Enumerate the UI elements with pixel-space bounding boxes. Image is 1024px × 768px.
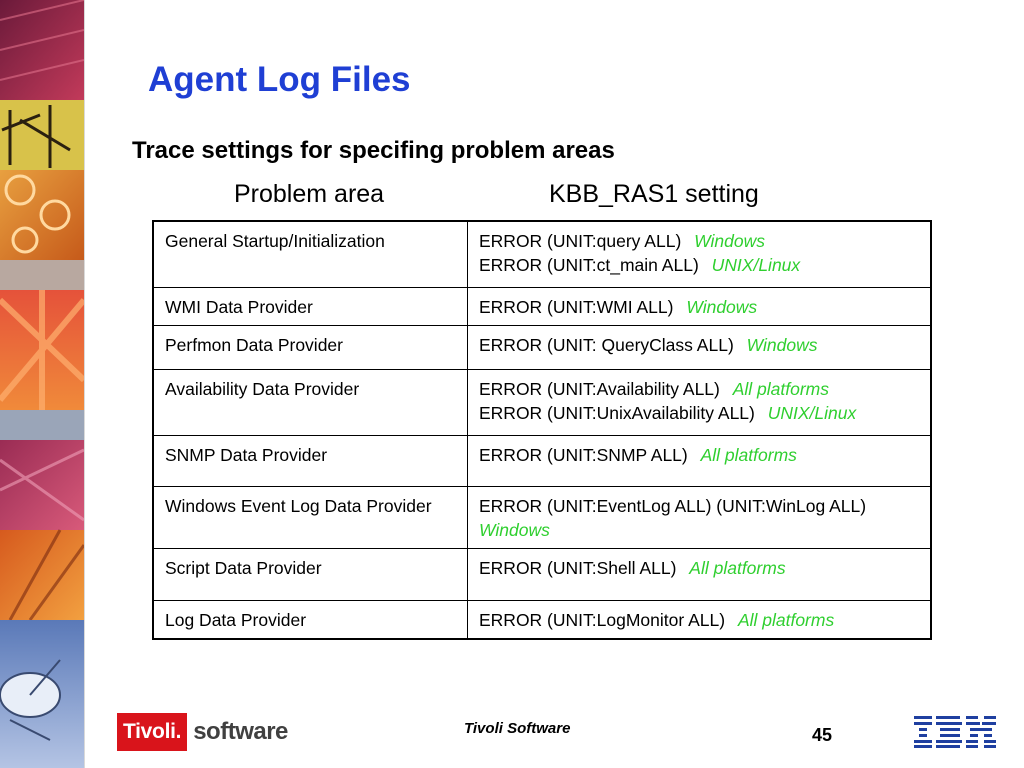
problem-area-cell: WMI Data Provider	[152, 286, 468, 326]
subtitle: Trace settings for specifing problem are…	[132, 137, 615, 164]
tivoli-software-logo: Tivoli. software	[117, 713, 288, 751]
setting-cell: ERROR (UNIT:EventLog ALL) (UNIT:WinLog A…	[467, 485, 932, 549]
problem-area-cell: Script Data Provider	[152, 547, 468, 601]
table-row: Perfmon Data Provider ERROR (UNIT: QueryC…	[152, 324, 932, 370]
setting-line: ERROR (UNIT:UnixAvailability ALL) UNIX/L…	[479, 401, 920, 425]
setting-value: ERROR (UNIT:query ALL)	[479, 231, 682, 251]
setting-value: ERROR (UNIT:ct_main ALL)	[479, 255, 699, 275]
setting-value: ERROR (UNIT:SNMP ALL)	[479, 444, 688, 465]
platform-label: Windows	[746, 334, 818, 355]
footer-text: Tivoli Software	[464, 720, 571, 737]
setting-value: ERROR (UNIT:Shell ALL)	[479, 557, 677, 578]
table-row: Script Data Provider ERROR (UNIT:Shell AL…	[152, 547, 932, 601]
ibm-logo	[914, 716, 996, 748]
setting-line: ERROR (UNIT:query ALL) Windows	[479, 229, 920, 253]
decorative-strip	[0, 0, 84, 768]
platform-label: All platforms	[737, 609, 835, 630]
platform-label: UNIX/Linux	[711, 255, 801, 275]
setting-cell: ERROR (UNIT: QueryClass ALL) Windows	[467, 324, 932, 370]
platform-label: All platforms	[732, 378, 830, 399]
problem-area-cell: Perfmon Data Provider	[152, 324, 468, 370]
page-title: Agent Log Files	[148, 60, 411, 99]
setting-line: ERROR (UNIT:ct_main ALL) UNIX/Linux	[479, 253, 920, 277]
platform-label: All platforms	[689, 557, 786, 578]
problem-area-cell: SNMP Data Provider	[152, 434, 468, 487]
setting-value: ERROR (UNIT:EventLog ALL) (UNIT:WinLog A…	[479, 495, 867, 516]
setting-cell: ERROR (UNIT:Availability ALL) All platfo…	[467, 368, 932, 436]
setting-cell: ERROR (UNIT:LogMonitor ALL) All platform…	[467, 599, 932, 639]
column-header-problem-area: Problem area	[234, 180, 385, 208]
setting-line: ERROR (UNIT: QueryClass ALL) Windows	[479, 333, 920, 357]
setting-value: ERROR (UNIT:LogMonitor ALL)	[479, 609, 726, 630]
setting-value: ERROR (UNIT:Availability ALL)	[479, 378, 720, 399]
setting-cell: ERROR (UNIT:Shell ALL) All platforms	[467, 547, 932, 601]
setting-line: ERROR (UNIT:Availability ALL) All platfo…	[479, 377, 920, 401]
setting-line: ERROR (UNIT:LogMonitor ALL) All platform…	[479, 608, 920, 632]
platform-label: UNIX/Linux	[767, 402, 857, 423]
table-row: Availability Data Provider ERROR (UNIT:Av…	[152, 368, 932, 436]
platform-label: Windows	[694, 231, 765, 251]
column-header-setting: KBB_RAS1 setting	[549, 180, 759, 208]
table-row: Log Data Provider ERROR (UNIT:LogMonitor …	[152, 599, 932, 639]
setting-line: ERROR (UNIT:SNMP ALL) All platforms	[479, 443, 920, 467]
table-row: Windows Event Log Data Provider ERROR (UN…	[152, 485, 932, 549]
setting-value: ERROR (UNIT:UnixAvailability ALL)	[479, 402, 755, 423]
strip-divider	[84, 0, 85, 768]
problem-area-cell: Log Data Provider	[152, 599, 468, 639]
platform-label: All platforms	[700, 444, 797, 465]
software-logo-word: software	[193, 718, 288, 745]
problem-area-cell: Availability Data Provider	[152, 368, 468, 436]
setting-line: ERROR (UNIT:WMI ALL) Windows	[479, 295, 920, 319]
setting-line: ERROR (UNIT:EventLog ALL) (UNIT:WinLog A…	[479, 494, 920, 542]
platform-label: Windows	[479, 519, 550, 540]
table-row: SNMP Data Provider ERROR (UNIT:SNMP ALL) …	[152, 434, 932, 487]
decorative-collage-image	[0, 0, 84, 768]
setting-line: ERROR (UNIT:Shell ALL) All platforms	[479, 556, 920, 580]
tivoli-logo-mark: Tivoli.	[117, 713, 188, 751]
setting-value: ERROR (UNIT: QueryClass ALL)	[479, 334, 734, 355]
problem-area-cell: Windows Event Log Data Provider	[152, 485, 468, 549]
page-number: 45	[812, 725, 833, 745]
setting-value: ERROR (UNIT:WMI ALL)	[479, 296, 674, 317]
platform-label: Windows	[686, 296, 758, 317]
setting-cell: ERROR (UNIT:SNMP ALL) All platforms	[467, 434, 932, 487]
setting-cell: ERROR (UNIT:WMI ALL) Windows	[467, 286, 932, 326]
table-row: WMI Data Provider ERROR (UNIT:WMI ALL) Wi…	[152, 286, 932, 326]
problem-area-cell: General Startup/Initialization	[152, 220, 468, 288]
